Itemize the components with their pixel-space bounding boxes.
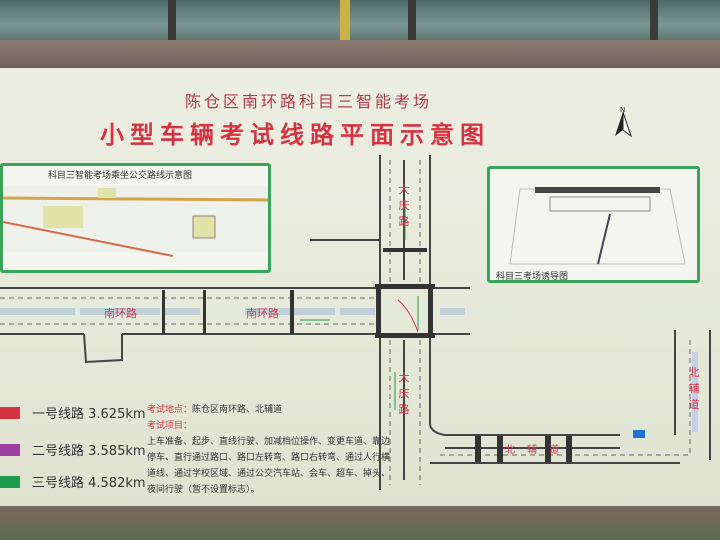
canopy-rib [168,0,176,42]
road-label-daqing: 大庆路 [398,183,410,228]
sign-frame-bottom [0,506,720,540]
exam-info: 考试地点：陈仓区南环路、北辅道 考试项目： 上车准备、起步、直线行驶、加减档位操… [147,402,397,498]
road-label-daqing: 大庆路 [398,371,410,416]
legend-label: 一号线路 3.625km [32,407,146,422]
north-arrow-icon: N [612,104,634,138]
road-label-beifu-vertical: 北辅道 [688,366,700,411]
canopy [0,0,720,42]
sign-frame-top [0,40,720,70]
canopy-rib [340,0,350,42]
legend-swatch [0,406,20,419]
exam-site-guide-inset-map: 科目三考场诱导图 [487,166,700,283]
location-value: 陈仓区南环路、北辅道 [192,405,283,415]
sign-subtitle: 陈仓区南环路科目三智能考场 [185,92,433,111]
canopy-rib [650,0,658,42]
road-label-beifu: 北辅道 [505,445,571,456]
canopy-rib [408,0,416,42]
north-label: N [620,106,625,114]
road-label-nanhuan: 南环路 [246,307,279,320]
legend-label: 二号线路 3.585km [32,444,146,459]
legend-route-2: 二号线路 3.585km [0,440,146,459]
legend-swatch [0,443,20,456]
sign-title: 小型车辆考试线路平面示意图 [100,121,490,149]
items-text: 上车准备、起步、直线行驶、加减档位操作、变更车道、靠边停车、直行通过路口、路口左… [147,437,391,495]
legend-label: 三号线路 4.582km [32,476,146,491]
bus-route-inset-map: 科目三智能考场乘坐公交路线示意图 [0,163,271,273]
legend-route-3: 三号线路 4.582km [0,472,146,491]
bus-map-title: 科目三智能考场乘坐公交路线示意图 [48,171,193,181]
guide-map-title: 科目三考场诱导图 [496,272,569,282]
road-label-nanhuan: 南环路 [104,307,137,320]
location-label: 考试地点： [147,405,193,415]
legend-swatch [0,475,20,488]
legend-route-1: 一号线路 3.625km [0,403,146,422]
items-label: 考试项目： [147,421,193,431]
